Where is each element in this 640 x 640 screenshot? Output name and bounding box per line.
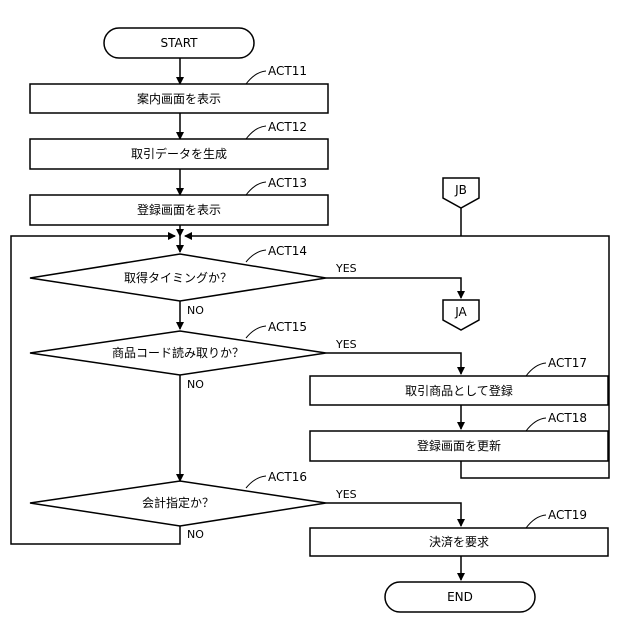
decision-act15-label: 商品コード読み取りか？ bbox=[112, 345, 244, 360]
step-id-act11: ACT11 bbox=[268, 64, 307, 78]
process-act12: 取引データを生成 ACT12 bbox=[30, 120, 328, 169]
act16-yes-label: YES bbox=[335, 488, 357, 501]
step-id-act16: ACT16 bbox=[268, 470, 307, 484]
process-act13: 登録画面を表示 ACT13 bbox=[30, 176, 328, 225]
step-id-act15: ACT15 bbox=[268, 320, 307, 334]
start-label: START bbox=[160, 36, 198, 50]
act14-no-label: NO bbox=[187, 304, 204, 317]
edge-act16-yes-to-act19 bbox=[326, 503, 461, 526]
step-id-act18: ACT18 bbox=[548, 411, 587, 425]
connector-ja: JA bbox=[443, 300, 479, 330]
connector-jb-label: JB bbox=[454, 183, 467, 197]
step-id-act14: ACT14 bbox=[268, 244, 307, 258]
process-act17-label: 取引商品として登録 bbox=[405, 383, 513, 398]
act15-no-label: NO bbox=[187, 378, 204, 391]
process-act13-label: 登録画面を表示 bbox=[137, 202, 221, 217]
process-act17: 取引商品として登録 ACT17 bbox=[310, 356, 608, 405]
start-terminal: START bbox=[104, 28, 254, 58]
act16-no-label: NO bbox=[187, 528, 204, 541]
decision-act14-label: 取得タイミングか？ bbox=[124, 270, 232, 285]
decision-act16-label: 会計指定か？ bbox=[142, 495, 214, 510]
process-act18-label: 登録画面を更新 bbox=[417, 438, 501, 453]
process-act11: 案内画面を表示 ACT11 bbox=[30, 64, 328, 113]
process-act18: 登録画面を更新 ACT18 bbox=[310, 411, 608, 461]
connector-ja-label: JA bbox=[454, 305, 467, 319]
connector-jb: JB bbox=[443, 178, 479, 208]
act14-yes-label: YES bbox=[335, 262, 357, 275]
process-act11-label: 案内画面を表示 bbox=[137, 91, 221, 106]
step-id-act13: ACT13 bbox=[268, 176, 307, 190]
edge-act15-yes-to-act17 bbox=[326, 353, 461, 374]
decision-act16: 会計指定か？ ACT16 YES NO bbox=[30, 470, 357, 541]
process-act19-label: 決済を要求 bbox=[429, 534, 489, 549]
decision-act14: 取得タイミングか？ ACT14 YES NO bbox=[30, 244, 357, 317]
process-act19: 決済を要求 ACT19 bbox=[310, 508, 608, 556]
end-label: END bbox=[447, 590, 473, 604]
step-id-act12: ACT12 bbox=[268, 120, 307, 134]
process-act12-label: 取引データを生成 bbox=[131, 146, 227, 161]
decision-act15: 商品コード読み取りか？ ACT15 YES NO bbox=[30, 320, 357, 391]
step-id-act17: ACT17 bbox=[548, 356, 587, 370]
edge-act14-yes-to-ja bbox=[326, 278, 461, 298]
step-id-act19: ACT19 bbox=[548, 508, 587, 522]
end-terminal: END bbox=[385, 582, 535, 612]
act15-yes-label: YES bbox=[335, 338, 357, 351]
